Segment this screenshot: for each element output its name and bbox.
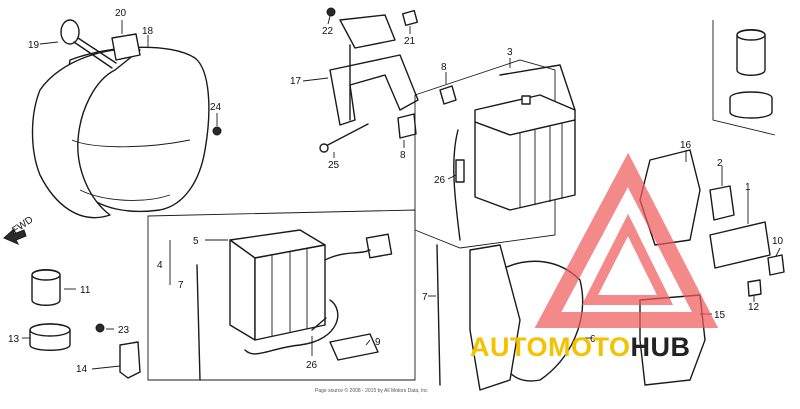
vent-tube-26 (453, 129, 461, 241)
battery-strap (499, 64, 576, 111)
band-13b (729, 91, 773, 119)
leader-9 (365, 339, 371, 346)
bracket-group (302, 7, 419, 158)
nut-24 (212, 126, 222, 136)
callout-1: 1 (745, 182, 751, 193)
callout-25: 25 (328, 160, 340, 171)
watermark-triangle (534, 152, 719, 328)
bolt-22 (326, 7, 336, 17)
relay-frame (712, 20, 776, 136)
clip-12 (747, 279, 762, 297)
bracket-arm (339, 14, 396, 49)
callout-4: 4 (157, 260, 163, 271)
bracket-14 (119, 341, 141, 379)
callout-24: 24 (210, 102, 222, 113)
leader-22 (327, 15, 331, 25)
knob-19 (60, 19, 80, 45)
callout-5: 5 (193, 236, 199, 247)
band-13-top (29, 323, 71, 337)
callout-21: 21 (404, 36, 416, 47)
tray-7 (469, 244, 521, 391)
battery-box-group (147, 209, 416, 381)
callout-8b: 8 (400, 150, 406, 161)
vent-tube-7b (436, 244, 441, 386)
callout-10: 10 (772, 236, 784, 247)
callout-11a: 11 (80, 285, 91, 296)
callout-18: 18 (142, 26, 154, 37)
watermark-moto: MOTO (548, 332, 631, 362)
callout-8a: 8 (441, 62, 447, 73)
strap-25 (321, 123, 369, 149)
callout-14: 14 (76, 364, 88, 375)
battery-5-cells (271, 248, 308, 336)
relay-11b-cap (736, 29, 766, 41)
pad-8 (439, 85, 457, 105)
fuse-26 (455, 159, 465, 183)
strap-end (319, 143, 329, 153)
battery-3-body (474, 119, 576, 211)
watermark-hub: HUB (631, 332, 691, 362)
callout-22: 22 (322, 26, 334, 37)
fuse-holder-9 (329, 333, 379, 361)
callout-7a: 7 (178, 280, 184, 291)
callout-17: 17 (290, 76, 302, 87)
callout-labels: 19 20 18 24 22 21 17 25 8 8 3 26 5 4 7 1… (8, 8, 784, 375)
callout-20: 20 (115, 8, 127, 19)
callout-9: 9 (375, 337, 381, 348)
knob-stem (73, 37, 117, 69)
leader-26a (447, 174, 457, 180)
battery-cells (519, 123, 563, 208)
left-small-parts (22, 269, 141, 379)
side-cover-group (31, 19, 222, 219)
callout-7b: 7 (422, 292, 428, 303)
watermark-text: AUTOMOTOHUB (470, 332, 691, 362)
callout-2: 2 (717, 158, 723, 169)
clip-8 (397, 113, 417, 139)
bracket-17 (329, 54, 419, 126)
fuse-26b (311, 317, 327, 331)
watermark-triangle-inner (581, 213, 674, 305)
callout-19: 19 (28, 40, 40, 51)
leader-17 (302, 77, 329, 82)
callout-26b: 26 (306, 360, 318, 371)
box-frame (147, 209, 416, 381)
watermark: AUTOMOTOHUB (470, 152, 719, 362)
relay-plug (365, 233, 393, 259)
fwd-arrow (3, 227, 27, 245)
callout-13: 13 (8, 334, 20, 345)
callout-6: 6 (590, 334, 596, 345)
right-side-parts (428, 20, 785, 391)
watermark-auto: AUTO (470, 332, 548, 362)
callout-15: 15 (714, 310, 726, 321)
leader-10 (775, 247, 781, 257)
diagram-caption: Page source © 2008 - 2015 by All Motors … (315, 387, 428, 394)
callout-23: 23 (118, 325, 130, 336)
connector-2 (709, 185, 735, 221)
regulator-1 (709, 221, 771, 269)
fwd-arrow-icon (3, 227, 27, 245)
leader-14 (91, 365, 121, 370)
terminal-a (521, 95, 531, 105)
vent-tube-7 (196, 264, 201, 381)
callout-12: 12 (748, 302, 760, 313)
pad-21 (401, 9, 419, 27)
battery-cable (244, 249, 371, 355)
cover-edge (79, 189, 171, 201)
battery-5-body (229, 239, 256, 341)
relay-11-cap (31, 269, 61, 281)
bolt-23 (95, 323, 105, 333)
leader-19 (39, 41, 59, 45)
cap-10 (767, 254, 785, 276)
grommet-20 (111, 33, 141, 61)
cover-edge-2 (71, 139, 191, 148)
callout-26a: 26 (434, 175, 446, 186)
callout-16: 16 (680, 140, 692, 151)
callout-3: 3 (507, 47, 513, 58)
battery-top-group (414, 58, 576, 249)
